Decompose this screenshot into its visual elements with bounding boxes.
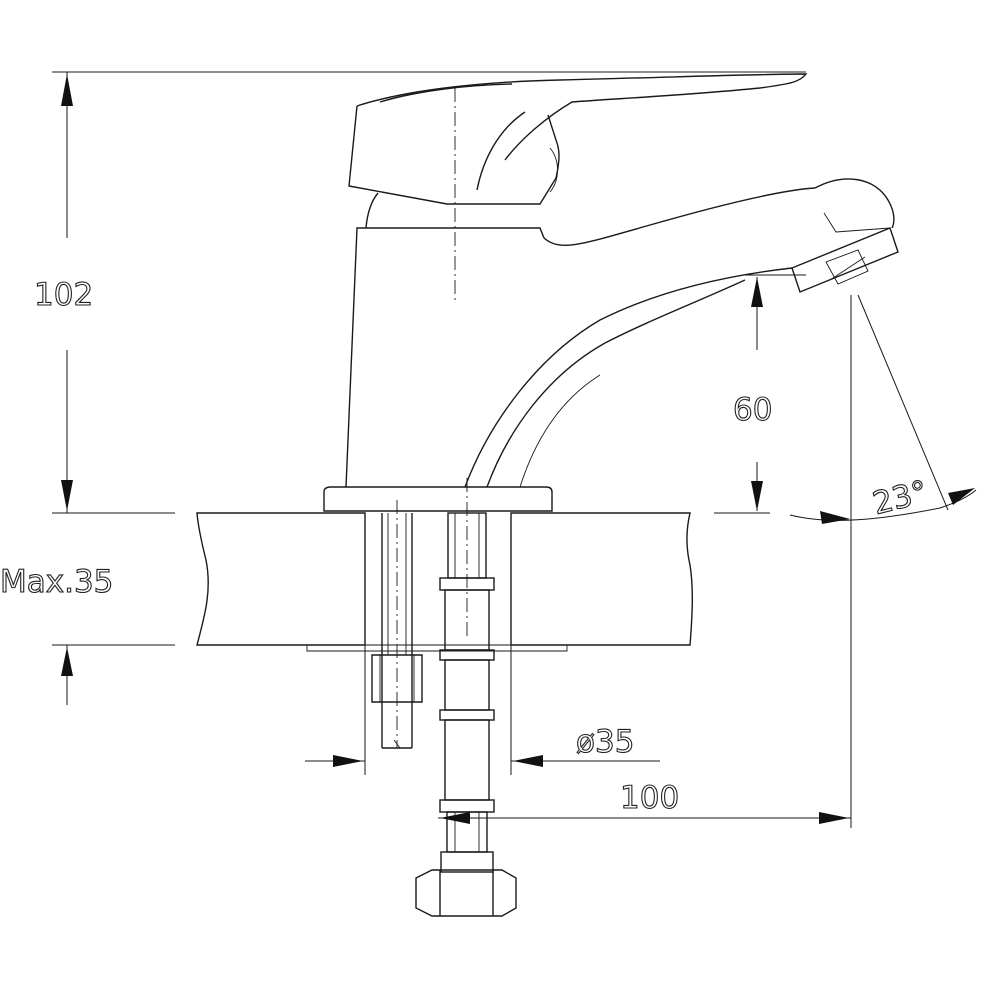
- dimension-spout-angle: 23°: [789, 294, 977, 828]
- dimension-spout-height: 60: [714, 274, 806, 514]
- dimension-spout-reach: 100: [438, 779, 851, 824]
- dimension-hole-diameter: ø35: [305, 645, 660, 775]
- spout-reach-label: 100: [620, 780, 679, 816]
- deck-thickness-label: Max.35: [0, 564, 113, 600]
- faucet-body: [323, 178, 899, 512]
- lever-handle: [348, 73, 808, 205]
- spout-height-label: 60: [733, 392, 772, 428]
- dimension-deck-thickness: Max.35: [0, 563, 175, 705]
- dimension-total-height: 102: [33, 71, 806, 514]
- countertop-section: [196, 512, 694, 646]
- spout-angle-label: 23°: [869, 474, 931, 522]
- flexible-hose: [415, 512, 517, 917]
- mounting-stud: [371, 500, 423, 749]
- hole-diameter-label: ø35: [576, 724, 634, 760]
- mounting-plate: [306, 644, 568, 652]
- total-height-label: 102: [34, 277, 93, 313]
